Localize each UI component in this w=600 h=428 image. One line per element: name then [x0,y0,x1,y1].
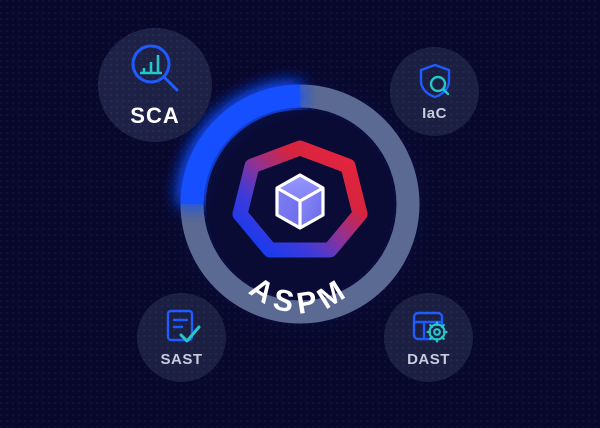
node-iac[interactable]: IaC [390,47,479,136]
node-label-sast: SAST [160,351,203,368]
node-label-iac: IaC [422,105,447,122]
cube-icon [275,173,325,230]
node-label-sca: SCA [130,102,180,128]
browser-gear-icon [409,307,449,347]
document-check-icon [162,307,202,347]
heptagon-ring [232,140,368,258]
magnifier-bar-chart-icon [127,42,183,96]
node-dast[interactable]: DAST [384,293,473,382]
progress-ring-value [180,84,301,205]
node-label-dast: DAST [407,351,450,368]
node-sast[interactable]: SAST [137,293,226,382]
node-sca[interactable]: SCA [98,28,212,142]
shield-magnifier-icon [415,61,455,101]
